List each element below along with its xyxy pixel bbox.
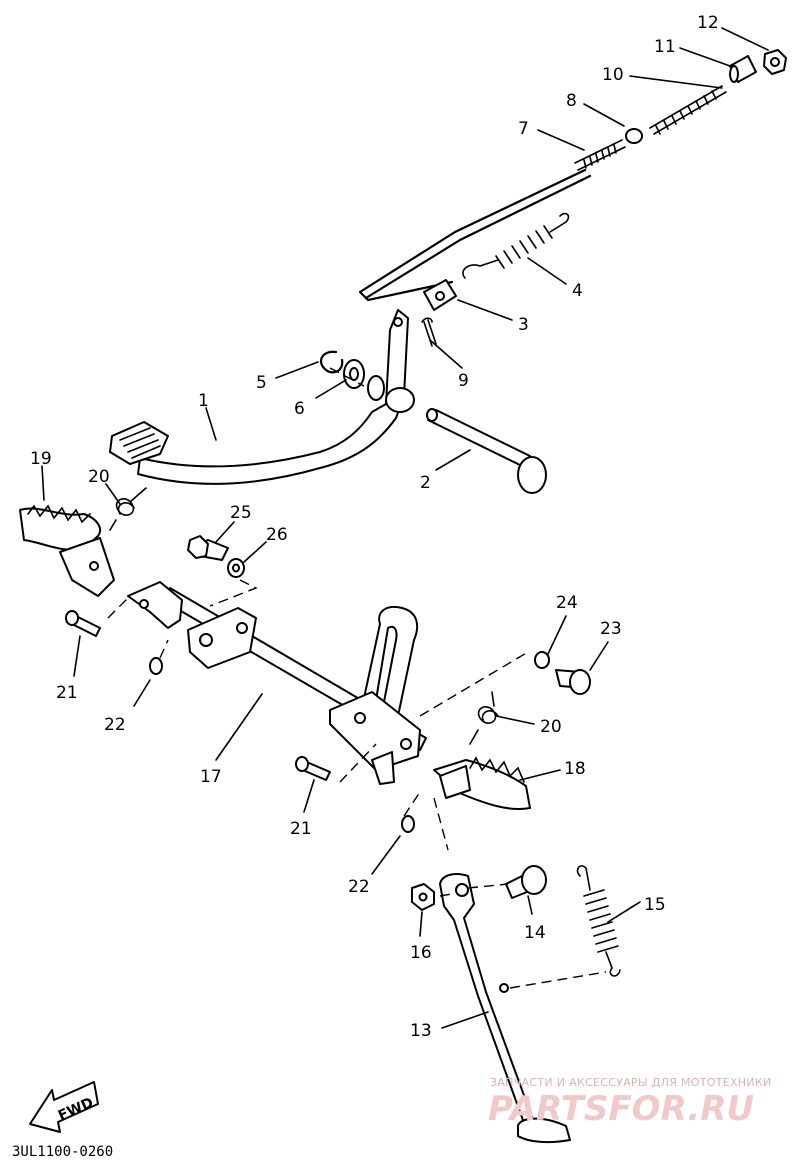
watermark: ЗАПЧАСТИ И АКСЕССУАРЫ ДЛЯ МОТОТЕХНИКИ PA… (488, 1076, 772, 1129)
label-25: 25 (230, 503, 252, 523)
label-5: 5 (256, 373, 267, 393)
label-26: 26 (266, 525, 288, 545)
sidestand (439, 873, 571, 1144)
circlip (319, 350, 344, 374)
label-1: 1 (198, 391, 209, 411)
label-21-right: 21 (290, 819, 312, 839)
watermark-logo: PARTSFOR.RU (488, 1089, 754, 1129)
label-12: 12 (697, 13, 719, 33)
label-10: 10 (602, 65, 624, 85)
brake-spring-rod (649, 85, 727, 135)
bracket-washer (227, 558, 245, 578)
stand-bolt (555, 669, 591, 695)
brake-pedal (109, 309, 415, 485)
fwd-arrow-icon: FWD (29, 1081, 99, 1133)
label-22-right: 22 (348, 877, 370, 897)
stand-spring (576, 865, 621, 977)
part-labels: 12 11 10 8 7 4 3 9 5 6 1 2 19 20 25 26 2… (30, 13, 719, 1041)
footrest-pin-left (65, 610, 101, 637)
stand-washer (534, 651, 550, 669)
adjusting-pin (729, 55, 757, 83)
cotter-pin (421, 317, 437, 347)
label-20-right: 20 (540, 717, 562, 737)
label-4: 4 (572, 281, 583, 301)
label-3: 3 (518, 315, 529, 335)
rod-washer (625, 128, 643, 144)
bracket-bolt (187, 535, 229, 561)
pivot-nut (411, 883, 435, 911)
label-11: 11 (654, 37, 676, 57)
label-21-left: 21 (56, 683, 78, 703)
rod-joint (423, 279, 457, 311)
label-24: 24 (556, 593, 578, 613)
brake-rod (358, 139, 626, 302)
label-9: 9 (458, 371, 469, 391)
label-23: 23 (600, 619, 622, 639)
footrest-pin-right (295, 756, 331, 781)
label-15: 15 (644, 895, 666, 915)
pedal-washer (343, 359, 365, 389)
label-8: 8 (566, 91, 577, 111)
label-19: 19 (30, 449, 52, 469)
pivot-bolt (505, 865, 547, 899)
label-20-left: 20 (88, 467, 110, 487)
alignment-lines (107, 367, 607, 989)
diagram-code: 3UL1100-0260 (12, 1144, 113, 1160)
footrest-left (19, 504, 115, 597)
label-16: 16 (410, 943, 432, 963)
return-spring (462, 212, 570, 279)
leader-lines (41, 27, 769, 1029)
label-7: 7 (518, 119, 529, 139)
cotter-pin-right (401, 815, 415, 833)
label-6: 6 (294, 399, 305, 419)
watermark-tagline: ЗАПЧАСТИ И АКСЕССУАРЫ ДЛЯ МОТОТЕХНИКИ (490, 1076, 772, 1089)
pedal-shaft (426, 408, 547, 494)
cotter-pin-left (149, 657, 163, 675)
label-22-left: 22 (104, 715, 126, 735)
label-13: 13 (410, 1021, 432, 1041)
footrest-right (433, 756, 531, 810)
adjusting-nut (763, 49, 787, 75)
footrest-spring-right (469, 691, 499, 745)
label-14: 14 (524, 923, 546, 943)
footrest-spring-left (109, 487, 147, 531)
footrest-bracket (127, 581, 427, 785)
label-17: 17 (200, 767, 222, 787)
label-2: 2 (420, 473, 431, 493)
label-18: 18 (564, 759, 586, 779)
